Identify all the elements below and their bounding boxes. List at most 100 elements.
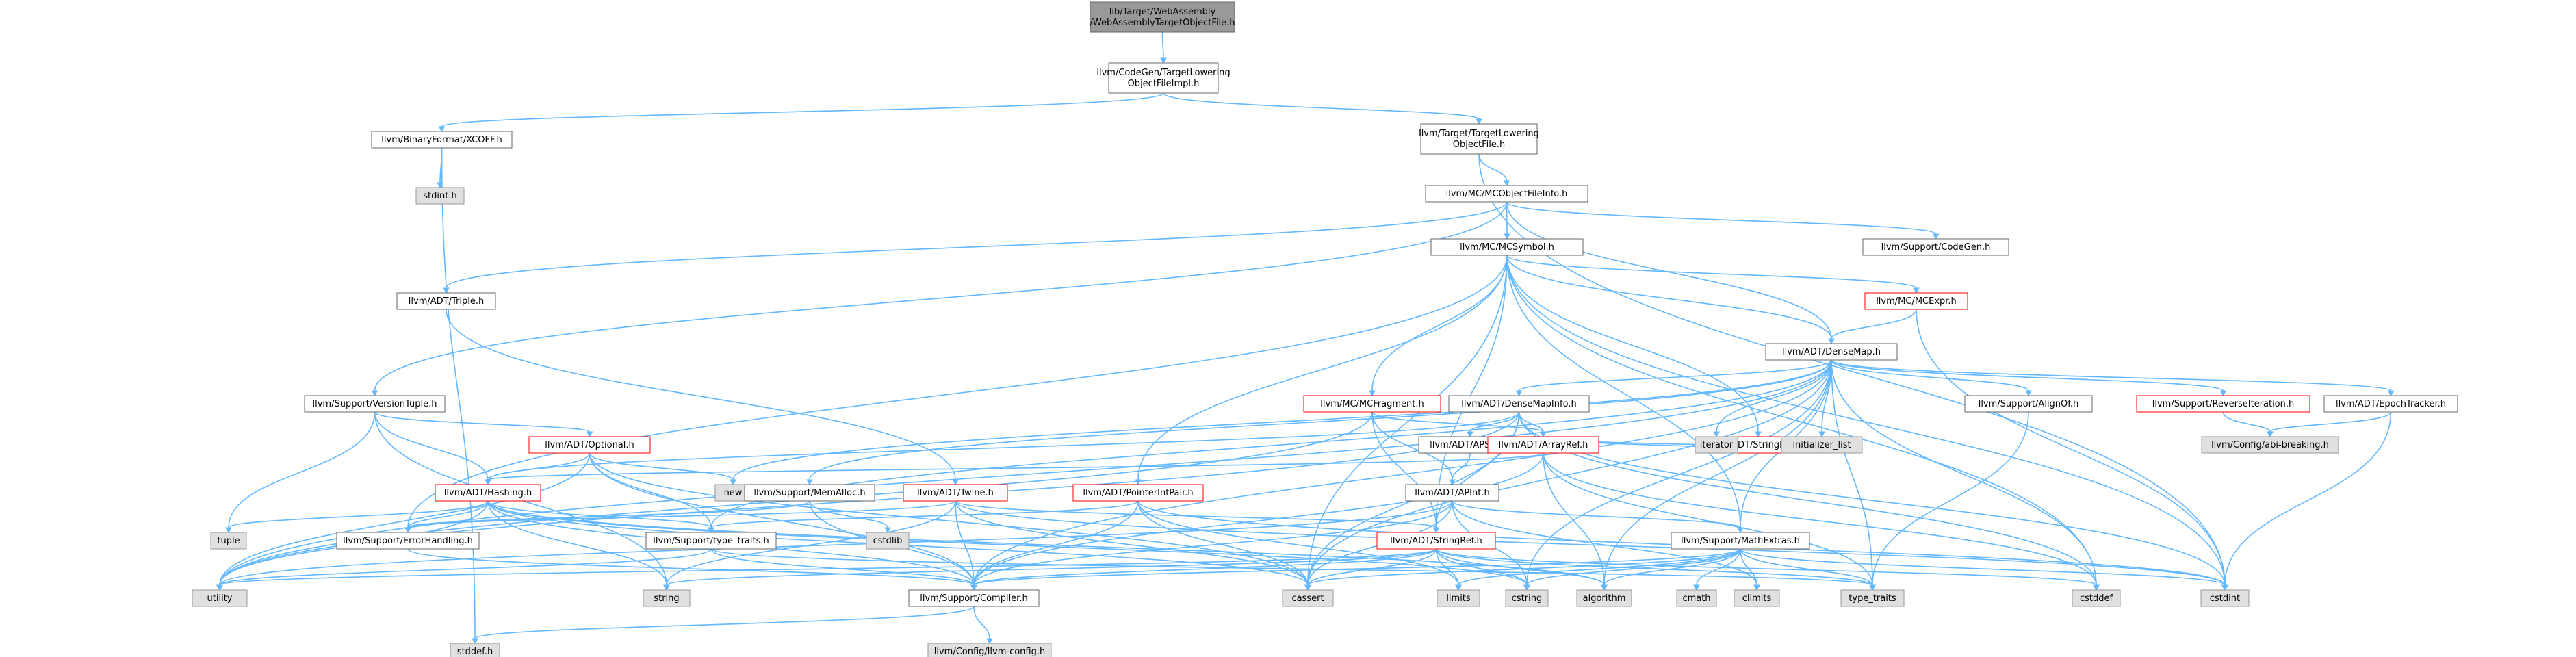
edge-stringref-to-limits bbox=[1435, 548, 1459, 586]
node-epochtracker[interactable]: llvm/ADT/EpochTracker.h bbox=[2323, 395, 2458, 413]
node-mcfragment[interactable]: llvm/MC/MCFragment.h bbox=[1303, 395, 1441, 413]
node-abibreaking[interactable]: llvm/Config/abi-breaking.h bbox=[2201, 436, 2339, 454]
edge-tloimpl-to-tlof bbox=[1163, 92, 1480, 120]
node-reverseiter[interactable]: llvm/Support/ReverseIteration.h bbox=[2136, 395, 2310, 413]
node-label: llvm/ADT/StringRef.h bbox=[1390, 536, 1482, 546]
node-twine[interactable]: llvm/ADT/Twine.h bbox=[903, 484, 1008, 502]
edge-mathextras-to-cassert bbox=[1307, 548, 1741, 586]
node-mcsymbol[interactable]: llvm/MC/MCSymbol.h bbox=[1430, 238, 1584, 256]
edge-tlof-to-cstdint bbox=[1478, 153, 2226, 586]
node-cstring[interactable]: cstring bbox=[1505, 589, 1549, 607]
node-typetraitsh[interactable]: llvm/Support/type_traits.h bbox=[645, 532, 777, 550]
edge-stringref-to-utility bbox=[219, 548, 1437, 586]
edge-mcfragment-to-apint bbox=[1371, 411, 1453, 480]
node-label: llvm/Support/AlignOf.h bbox=[1979, 399, 2079, 409]
node-label: llvm/CodeGen/TargetLowering bbox=[1096, 68, 1230, 78]
node-box bbox=[1303, 395, 1441, 413]
node-densemapinfo[interactable]: llvm/ADT/DenseMapInfo.h bbox=[1448, 395, 1590, 413]
node-box bbox=[2323, 395, 2458, 413]
node-hashing[interactable]: llvm/ADT/Hashing.h bbox=[435, 484, 541, 502]
node-climits[interactable]: climits bbox=[1734, 589, 1780, 607]
node-limits[interactable]: limits bbox=[1437, 589, 1480, 607]
edge-mcexpr-to-densemap bbox=[1831, 309, 1917, 339]
node-xcoff[interactable]: llvm/BinaryFormat/XCOFF.h bbox=[371, 131, 513, 149]
node-arrayref[interactable]: llvm/ADT/ArrayRef.h bbox=[1487, 436, 1599, 454]
nodes-layer: lib/Target/WebAssembly/WebAssemblyTarget… bbox=[192, 1, 2458, 657]
edge-mcsymbol-to-densemap bbox=[1506, 255, 1832, 339]
node-alignof[interactable]: llvm/Support/AlignOf.h bbox=[1964, 395, 2093, 413]
node-errorhandling[interactable]: llvm/Support/ErrorHandling.h bbox=[336, 532, 480, 550]
node-versiontuple[interactable]: llvm/Support/VersionTuple.h bbox=[304, 395, 446, 413]
edge-mathextras-to-cstdint bbox=[1740, 548, 2226, 586]
node-iterator[interactable]: iterator bbox=[1695, 436, 1738, 454]
node-label: llvm/Support/MemAlloc.h bbox=[754, 488, 865, 498]
node-stdint[interactable]: stdint.h bbox=[415, 187, 465, 205]
node-cassert[interactable]: cassert bbox=[1282, 589, 1334, 607]
node-tloimpl[interactable]: llvm/CodeGen/TargetLoweringObjectFileImp… bbox=[1096, 62, 1231, 94]
node-llvmconfig[interactable]: llvm/Config/llvm-config.h bbox=[927, 643, 1052, 657]
edge-tlof-to-mcofi bbox=[1478, 153, 1508, 181]
node-cmath[interactable]: cmath bbox=[1676, 589, 1717, 607]
node-label: llvm/ADT/DenseMapInfo.h bbox=[1461, 399, 1576, 409]
edge-memalloc-to-errorhandling bbox=[407, 500, 810, 528]
edge-hashing-to-tuple bbox=[228, 500, 489, 528]
edge-memalloc-to-cstdlib bbox=[809, 500, 888, 528]
edge-twine-to-cstdint bbox=[955, 500, 2226, 586]
node-box bbox=[903, 484, 1008, 502]
node-box bbox=[1765, 343, 1898, 361]
node-algorithm[interactable]: algorithm bbox=[1576, 589, 1632, 607]
node-mcexpr[interactable]: llvm/MC/MCExpr.h bbox=[1864, 292, 1968, 310]
node-typetraits[interactable]: type_traits bbox=[1840, 589, 1905, 607]
node-memalloc[interactable]: llvm/Support/MemAlloc.h bbox=[744, 484, 875, 502]
arrowhead-tlof-to-mcofi bbox=[1503, 180, 1510, 187]
node-stddef[interactable]: stddef.h bbox=[450, 643, 500, 657]
arrowhead-mcsymbol-to-mcfragment bbox=[1369, 390, 1376, 397]
node-compiler[interactable]: llvm/Support/Compiler.h bbox=[908, 589, 1040, 607]
arrowhead-xcoff-to-stdint bbox=[437, 182, 443, 189]
node-codegen[interactable]: llvm/Support/CodeGen.h bbox=[1862, 238, 2009, 256]
node-apint[interactable]: llvm/ADT/APInt.h bbox=[1405, 484, 1499, 502]
node-box bbox=[645, 532, 777, 550]
node-label: llvm/ADT/APInt.h bbox=[1415, 488, 1489, 498]
arrowhead-versiontuple-to-optional bbox=[586, 431, 593, 438]
edge-compiler-to-stddef bbox=[474, 606, 975, 639]
edge-mathextras-to-limits bbox=[1458, 548, 1741, 586]
edge-pointerintpair-to-cassert bbox=[1137, 500, 1309, 586]
edge-densemap-to-cassert bbox=[1307, 359, 1832, 586]
node-cstdlib[interactable]: cstdlib bbox=[866, 532, 910, 550]
edge-densemap-to-algorithm bbox=[1603, 359, 1832, 586]
edge-mcfragment-to-stringref bbox=[1371, 411, 1437, 528]
edge-mcsymbol-to-cassert bbox=[1307, 255, 1508, 586]
arrowhead-optional-to-new bbox=[730, 479, 736, 486]
node-box bbox=[744, 484, 875, 502]
node-densemap[interactable]: llvm/ADT/DenseMap.h bbox=[1765, 343, 1898, 361]
edge-epochtracker-to-cstdint bbox=[2224, 411, 2392, 586]
node-mcofi[interactable]: llvm/MC/MCObjectFileInfo.h bbox=[1425, 185, 1588, 203]
node-box bbox=[1862, 238, 2009, 256]
arrowhead-densemap-to-reverseiter bbox=[2219, 390, 2227, 397]
node-label: llvm/Support/VersionTuple.h bbox=[313, 399, 437, 409]
node-mathextras[interactable]: llvm/Support/MathExtras.h bbox=[1671, 532, 1810, 550]
node-utility[interactable]: utility bbox=[192, 589, 248, 607]
node-root[interactable]: lib/Target/WebAssembly/WebAssemblyTarget… bbox=[1090, 1, 1235, 33]
node-initlist[interactable]: initializer_list bbox=[1781, 436, 1863, 454]
node-cstdint[interactable]: cstdint bbox=[2200, 589, 2250, 607]
node-cstddef[interactable]: cstddef bbox=[2072, 589, 2121, 607]
edge-mcsymbol-to-mcexpr bbox=[1506, 255, 1917, 289]
edge-mcsymbol-to-errorhandling bbox=[407, 255, 1508, 528]
node-stringref[interactable]: llvm/ADT/StringRef.h bbox=[1376, 532, 1496, 550]
node-box bbox=[1964, 395, 2093, 413]
arrowhead-apsint-to-apint bbox=[1449, 479, 1456, 486]
node-box bbox=[1781, 436, 1863, 454]
node-box bbox=[2072, 589, 2121, 607]
arrowhead-tloimpl-to-tlof bbox=[1476, 118, 1482, 125]
node-string[interactable]: string bbox=[643, 589, 691, 607]
node-tuple[interactable]: tuple bbox=[210, 532, 247, 550]
node-pointerintpair[interactable]: llvm/ADT/PointerIntPair.h bbox=[1072, 484, 1204, 502]
node-optional[interactable]: llvm/ADT/Optional.h bbox=[528, 436, 651, 454]
node-triple[interactable]: llvm/ADT/Triple.h bbox=[396, 292, 496, 310]
arrowhead-memalloc-to-cstdlib bbox=[884, 527, 891, 534]
node-label: llvm/Config/abi-breaking.h bbox=[2211, 440, 2329, 450]
edge-arrayref-to-cstddef bbox=[1543, 452, 2097, 586]
